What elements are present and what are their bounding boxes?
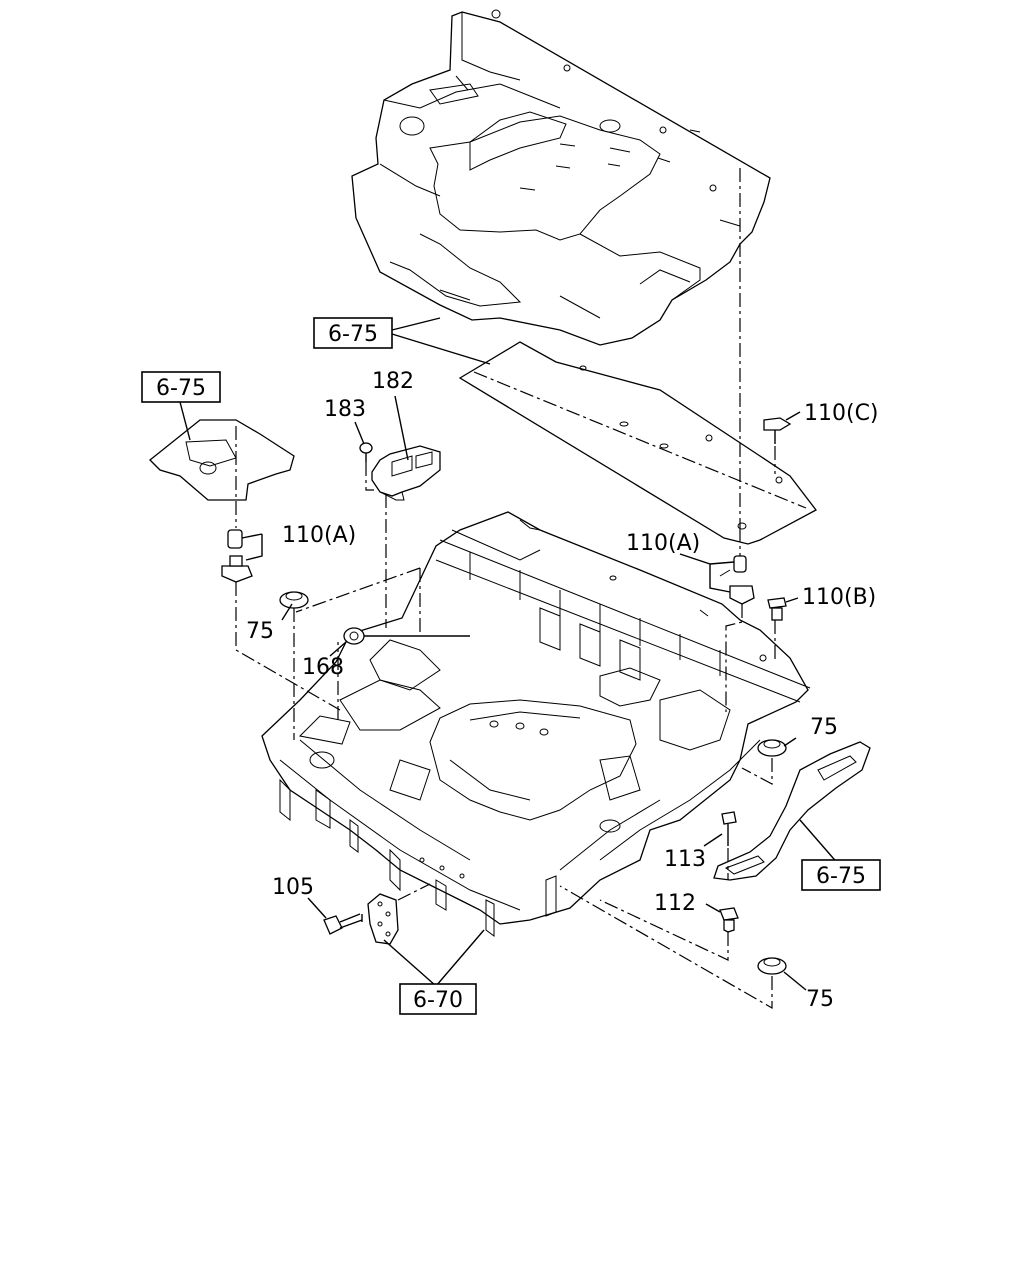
bracket-6-70 — [367, 893, 399, 945]
bolt-105 — [323, 913, 363, 935]
label-110c: 110(C) — [804, 401, 879, 426]
label-183: 183 — [324, 397, 366, 422]
clip-183 — [359, 442, 373, 462]
svg-text:6-75: 6-75 — [156, 376, 206, 401]
plug-168 — [343, 627, 365, 645]
floor-frame-assembly — [261, 511, 811, 937]
clip-112 — [719, 907, 739, 933]
grommet-75-bottom — [757, 957, 787, 975]
label-105: 105 — [272, 875, 314, 900]
leader-lines — [179, 317, 841, 991]
clip-110a-right — [729, 555, 755, 605]
label-168: 168 — [302, 655, 344, 680]
ref-box-6-75-top: 6-75 — [313, 317, 393, 349]
label-75-bottom: 75 — [806, 987, 834, 1012]
label-110b: 110(B) — [802, 585, 876, 610]
clip-110b — [767, 597, 787, 621]
ref-box-6-70: 6-70 — [399, 983, 477, 1015]
ref-box-6-75-right: 6-75 — [801, 859, 881, 891]
label-110a-right: 110(A) — [626, 531, 700, 556]
bracket-182 — [371, 445, 441, 501]
label-112: 112 — [654, 891, 696, 916]
screw-113 — [721, 811, 737, 846]
grommet-75-right — [757, 739, 787, 757]
rear-floor-panel — [351, 9, 771, 346]
floor-insulator-sheet — [458, 341, 817, 545]
sill-plate-right — [713, 741, 871, 881]
label-75-left: 75 — [246, 619, 274, 644]
svg-text:6-75: 6-75 — [328, 322, 378, 347]
assembly-lines — [235, 168, 776, 1010]
front-floor-panel-small — [149, 419, 295, 501]
label-75-right: 75 — [810, 715, 838, 740]
label-113: 113 — [664, 847, 706, 872]
ref-box-6-75-left: 6-75 — [141, 371, 221, 403]
svg-text:6-70: 6-70 — [413, 988, 463, 1013]
label-182: 182 — [372, 369, 414, 394]
grommet-75-left — [279, 591, 309, 609]
clip-110c — [763, 417, 792, 444]
svg-text:6-75: 6-75 — [816, 864, 866, 889]
clip-110a-left — [221, 529, 253, 583]
label-110a-left: 110(A) — [282, 523, 356, 548]
